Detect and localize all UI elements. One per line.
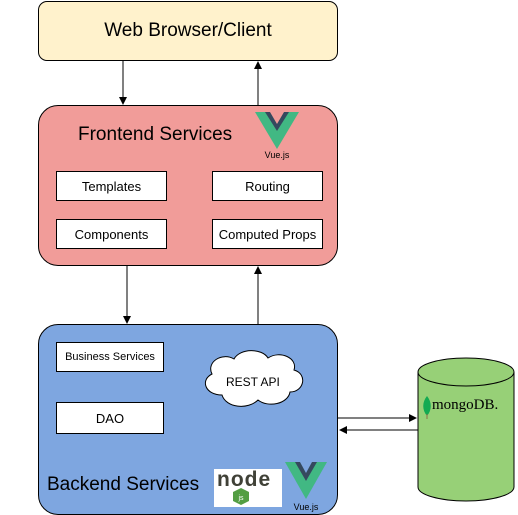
mongodb-label: mongoDB. <box>432 397 499 413</box>
computed-props-box: Computed Props <box>212 219 323 249</box>
node-hexagon-icon <box>233 488 249 505</box>
svg-text:js: js <box>237 495 244 502</box>
mongodb-leaf-icon <box>423 396 431 416</box>
dao-box: DAO <box>56 402 164 434</box>
frontend-services-title: Frontend Services <box>78 124 233 145</box>
components-box: Components <box>56 219 167 249</box>
web-browser-client-label: Web Browser/Client <box>104 20 272 41</box>
vue-label-backend: Vue.js <box>293 502 319 512</box>
rest-api-label: REST API <box>226 375 280 389</box>
mongodb-database-cylinder <box>417 357 515 502</box>
vue-label-frontend: Vue.js <box>264 150 290 160</box>
vue-logo-frontend-icon <box>255 112 299 149</box>
node-logo-text: node <box>217 468 272 491</box>
rest-api-cloud-shape <box>204 350 304 407</box>
vue-logo-backend-icon <box>285 462 327 499</box>
business-services-box: Business Services <box>56 342 164 372</box>
web-browser-client-box: Web Browser/Client <box>38 1 338 61</box>
templates-box: Templates <box>56 171 167 201</box>
backend-services-title: Backend Services <box>47 474 200 495</box>
routing-box: Routing <box>212 171 323 201</box>
